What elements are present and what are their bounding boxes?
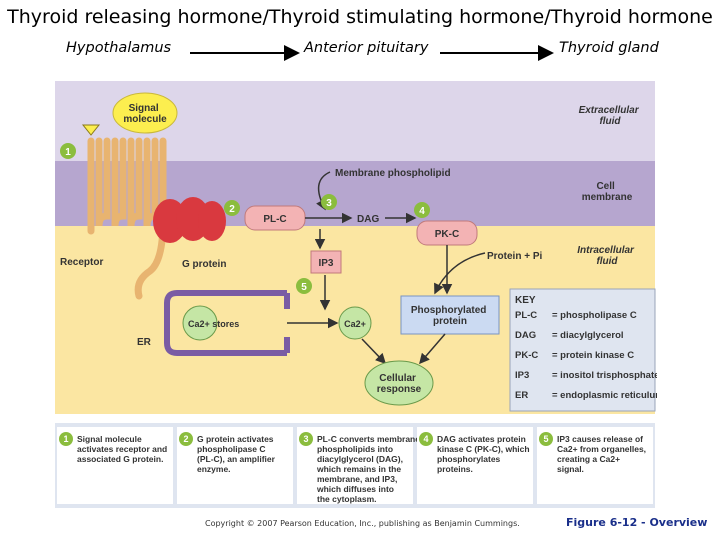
step-cell — [57, 427, 173, 504]
key-box — [509, 288, 656, 412]
dag-label: DAG — [357, 214, 379, 225]
membrane-phospholipid-label: Membrane phospholipid — [335, 168, 451, 179]
key-abbr: ER — [515, 390, 528, 401]
flow-hypothalamus: Hypothalamus — [66, 40, 172, 56]
key-abbr: PL-C — [515, 310, 537, 321]
step-marker-1 — [60, 143, 76, 159]
step-number-icon — [179, 432, 193, 446]
step-number-icon — [419, 432, 433, 446]
extracellular-label: Extracellular fluid — [579, 105, 642, 127]
flow-anterior-pituitary: Anterior pituitary — [304, 40, 429, 56]
key-definition: = diacylglycerol — [552, 330, 624, 341]
key-definition: = inositol trisphosphate — [552, 370, 657, 381]
step-number: 4 — [423, 434, 428, 444]
key-abbr: IP3 — [515, 370, 529, 381]
flow-thyroid-gland: Thyroid gland — [559, 40, 659, 56]
signaling-diagram: Extracellular fluid Cell membrane Intrac… — [55, 81, 657, 508]
step-marker-3 — [321, 194, 337, 210]
svg-text:5: 5 — [301, 282, 307, 293]
step-number-icon — [299, 432, 313, 446]
step-marker-2 — [224, 200, 240, 216]
step-number: 1 — [63, 434, 68, 444]
step-marker-4 — [414, 202, 430, 218]
free-calcium-label: Ca2+ — [344, 319, 366, 329]
flow-arrows — [190, 45, 554, 61]
ip3-label: IP3 — [318, 258, 333, 269]
svg-text:4: 4 — [419, 206, 425, 217]
ca-stores-label: Ca2+ stores — [188, 319, 239, 329]
step-number: 3 — [303, 434, 308, 444]
receptor — [87, 137, 167, 300]
cellular-response-label: Cellular response — [377, 373, 422, 395]
step-number-icon — [539, 432, 553, 446]
intracellular-label: Intracellular fluid — [577, 245, 636, 267]
er-label: ER — [137, 337, 152, 348]
free-calcium — [338, 306, 372, 340]
g-protein-label: G protein — [182, 259, 226, 270]
svg-text:1: 1 — [65, 147, 71, 158]
key-abbr: DAG — [515, 330, 536, 341]
step-cell — [417, 427, 533, 504]
svg-text:3: 3 — [326, 198, 332, 209]
step-cell — [177, 427, 293, 504]
step-number: 5 — [543, 434, 548, 444]
step-cell — [297, 427, 413, 504]
phosphorylated-protein-label: Phosphorylated protein — [411, 305, 489, 327]
g-protein-subunit — [198, 201, 226, 241]
signal-ligand — [81, 124, 101, 136]
figure-label: Figure 6-12 - Overview — [566, 516, 708, 529]
svg-text:2: 2 — [229, 204, 235, 215]
key-definition: = endoplasmic reticulum — [552, 390, 657, 401]
cellular-response — [364, 360, 434, 406]
step-number-icon — [59, 432, 73, 446]
pk-c-label: PK-C — [435, 229, 459, 240]
receptor-label: Receptor — [60, 257, 103, 268]
protein-pi-label: Protein + Pi — [487, 251, 543, 262]
key-definition: = phospholipase C — [552, 310, 637, 321]
endoplasmic-reticulum — [164, 290, 290, 356]
ca-stores-circle — [182, 305, 218, 341]
cell-membrane-label: Cell membrane — [582, 181, 633, 203]
step-cell — [537, 427, 653, 504]
slide-title: Thyroid releasing hormone/Thyroid stimul… — [7, 6, 713, 28]
step-number: 2 — [183, 434, 188, 444]
key-heading: KEY — [515, 295, 536, 306]
phosphorylated-protein — [400, 295, 500, 335]
signal-molecule-label: Signal molecule — [123, 103, 167, 125]
key-definition: = protein kinase C — [552, 350, 634, 361]
copyright-text: Copyright © 2007 Pearson Education, Inc.… — [205, 519, 520, 528]
pl-c-label: PL-C — [263, 214, 286, 225]
step-marker-5 — [296, 278, 312, 294]
ip3-molecule — [310, 250, 342, 274]
key-abbr: PK-C — [515, 350, 538, 361]
signal-molecule — [112, 92, 178, 134]
